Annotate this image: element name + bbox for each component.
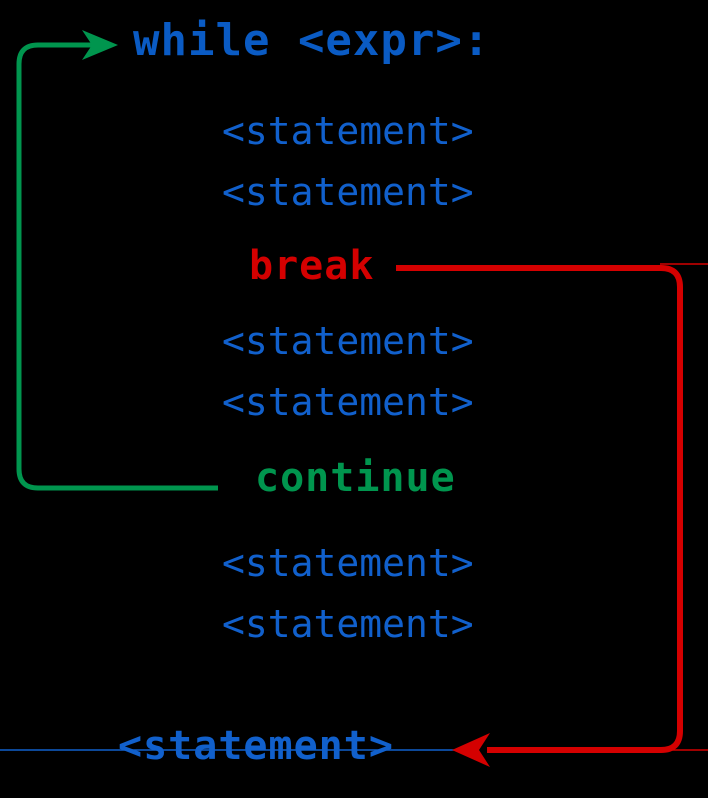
break-flow-path: [396, 265, 683, 753]
statement-line-1: <statement>: [222, 109, 474, 153]
statement-line-2: <statement>: [222, 170, 474, 214]
continue-keyword-line: continue: [255, 455, 456, 501]
statement-line-4: <statement>: [222, 380, 474, 424]
continue-arrowhead-icon: [82, 30, 118, 60]
continue-flow-path: [16, 42, 218, 491]
statement-line-5: <statement>: [222, 541, 474, 585]
break-arrowhead-icon: [452, 733, 490, 767]
statement-after-loop-line: <statement>: [118, 723, 394, 769]
statement-line-6: <statement>: [222, 602, 474, 646]
break-keyword-line: break: [249, 243, 375, 289]
while-header-line: while <expr>:: [133, 15, 491, 66]
statement-line-3: <statement>: [222, 319, 474, 363]
